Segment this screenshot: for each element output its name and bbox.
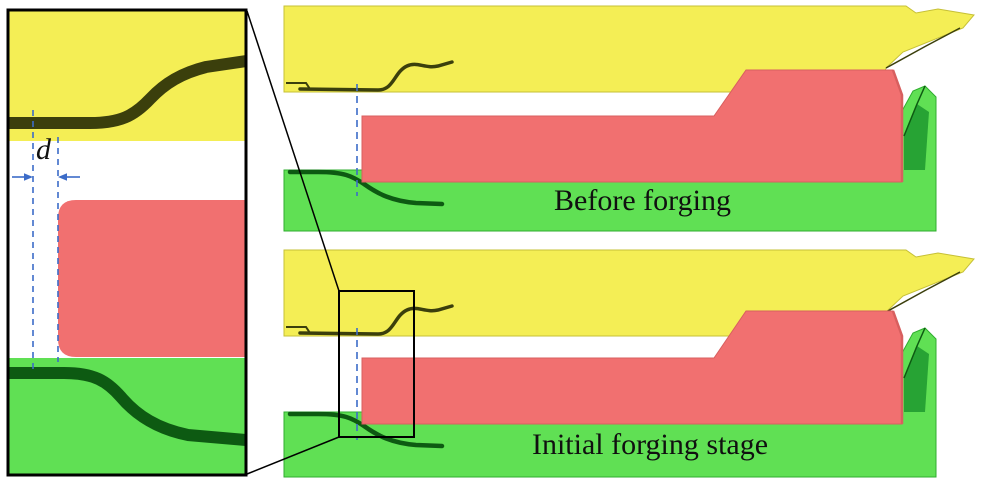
inset-upper-die-edge-band xyxy=(8,55,246,129)
panel-initial-forging xyxy=(283,249,975,478)
inset-billet xyxy=(58,200,246,357)
dimension-arrowhead-left xyxy=(24,173,33,181)
zoom-connector-top xyxy=(246,10,340,292)
lower-die-facet-lines-initial xyxy=(903,327,926,379)
dimension-label-d: d xyxy=(36,133,51,166)
caption-before-forging: Before forging xyxy=(554,184,731,217)
inset-lower-die-edge-band xyxy=(8,367,246,446)
upper-die-cavity-wave-initial xyxy=(298,304,454,336)
lower-die-facet-initial xyxy=(904,346,929,412)
billet-right-shade-initial xyxy=(891,310,904,424)
lower-die-edge-band-before xyxy=(287,169,445,207)
upper-die-tip-facets-before xyxy=(885,27,961,69)
zoom-connector-bottom xyxy=(246,436,340,475)
dimension-arrowhead-right xyxy=(58,173,67,181)
upper-die-tip-facets-initial xyxy=(885,271,961,313)
lower-die-facet-before xyxy=(904,104,929,170)
zoom-region-rectangle xyxy=(338,290,415,438)
inset-border xyxy=(6,8,248,477)
upper-die-cavity-wave-before xyxy=(298,60,454,92)
lower-die-edge-band-initial xyxy=(287,411,445,449)
caption-initial-forging-stage: Initial forging stage xyxy=(531,428,769,461)
lower-die-facet-lines-before xyxy=(903,85,926,137)
inset-detail-view xyxy=(8,10,246,475)
billet-right-shade-before xyxy=(891,69,904,182)
panel-before-forging xyxy=(283,5,975,232)
